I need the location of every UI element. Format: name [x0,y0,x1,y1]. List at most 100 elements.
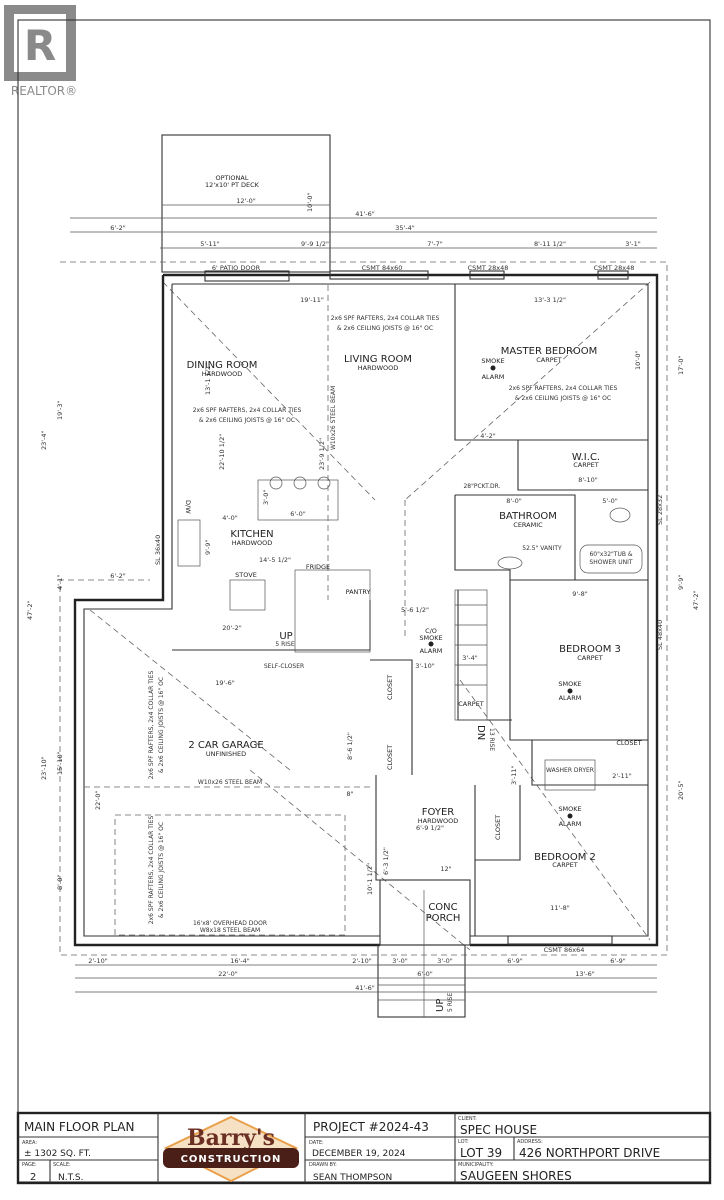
field-label: DATE: [309,1140,324,1146]
dimension: 3'-0" [262,490,270,505]
client-value: SPEC HOUSE [460,1123,537,1137]
fridge-label: FRIDGE [306,563,330,571]
room-floor: CARPET [536,356,562,364]
beam-label: W10x26 STEEL BEAM [198,779,262,786]
smoke-label: SMOKE [419,634,442,642]
dimension: 6'-9 1/2" [416,824,444,832]
framing-notes: 2x6 SPF RAFTERS, 2x4 COLLAR TIES & 2x6 C… [148,315,617,924]
dimension: 9'-9" [677,575,685,590]
dimension: 23'-10" [40,756,48,780]
closet-label: CLOSET [386,675,394,700]
svg-text:R: R [24,21,56,70]
rise-label: 13 RISE [488,728,495,751]
address-value: 426 NORTHPORT DRIVE [519,1146,660,1160]
dimension: 3'-11" [510,765,518,785]
dimension: 4'-1" [56,575,64,590]
room-name: BEDROOM 3 [559,644,621,655]
interior-dimensions: 19'-11" 13'-3 1/2" 10'-0" 13'-1 1/2" 22'… [26,296,700,912]
dishwasher-label: D/W [184,500,192,514]
dimension: 22'-10 1/2" [218,434,226,470]
dimension: 6'-2" [110,572,125,580]
window-label: CSMT 84x60 [362,264,403,272]
dimension: 9'-9 1/2" [301,240,329,248]
room-floor: HARDWOOD [358,364,399,372]
dimension: 6'-3 1/2" [382,847,390,875]
dimension: 2'-10" [352,957,372,965]
dimension: 35'-4" [395,224,415,232]
dimension: 9'-8" [572,590,587,598]
co-label: C/O [425,627,437,635]
dimension: 2'-11" [612,772,632,780]
date-value: DECEMBER 19, 2024 [312,1149,406,1159]
dimension: 2'-10" [88,957,108,965]
smoke-label: SMOKE [558,680,581,688]
window-label: SL 28x32 [656,495,664,525]
dimension: 8'-6 1/2" [346,732,354,760]
room-labels: DINING ROOM HARDWOOD LIVING ROOM HARDWOO… [187,346,621,924]
framing-note: & 2x6 CEILING JOISTS @ 16" OC [515,395,611,402]
window-label: CSMT 28x48 [468,264,509,272]
drawn-by-value: SEAN THOMPSON [313,1173,392,1183]
room-name: 2 CAR GARAGE [188,740,263,751]
room-name: BEDROOM 2 [534,852,596,863]
dimension: 3'-10" [415,662,435,670]
dimension: 13'-6" [575,970,595,978]
fixtures [114,476,643,936]
pantry-label: PANTRY [346,588,371,596]
field-label: PAGE: [22,1162,37,1168]
dimension: 6'-0" [290,510,305,518]
window-label: CSMT 86x64 [544,946,585,954]
tub-label: SHOWER UNIT [589,559,632,566]
room-floor: CARPET [577,654,603,662]
dimension: 10'-0" [634,350,642,370]
roof-outline [59,261,668,956]
dimension: 20'-2" [222,624,242,632]
self-closer-label: SELF-CLOSER [264,663,304,670]
field-label: AREA: [22,1140,37,1146]
framing-note: 2x6 SPF RAFTERS, 2x4 COLLAR TIES [509,385,618,392]
rise-label: 5 RISE [447,993,454,1012]
dimension: 47'-2" [692,590,700,610]
windows [204,270,629,945]
smoke-alarm-icon [428,641,434,647]
municipality-value: SAUGEEN SHORES [460,1169,572,1183]
dimension: 20'-5" [677,780,685,800]
room-name: W.I.C. [572,452,600,463]
room-name: DINING ROOM [187,360,258,371]
framing-note: & 2x6 CEILING JOISTS @ 16" OC [199,417,295,424]
patio-door-label: 6' PATIO DOOR [212,264,261,272]
dimension: 41'-6" [355,984,375,992]
dimension: 14'-5 1/2" [259,556,291,564]
dimension: 3'-4" [462,654,477,662]
dimension: 10'-1 1/2" [366,863,374,895]
room-name: CONC [428,902,457,913]
window-label: SL 36x40 [154,535,162,565]
field-label: SCALE: [53,1162,71,1168]
window-label: SL 48x40 [656,620,664,650]
dimension: 19'-11" [300,296,324,304]
dimension: 23'-4" [40,430,48,450]
fixture-labels: PANTRY STOVE FRIDGE D/W UP 5 RISE SELF-C… [184,357,642,1012]
tub-label: 60"x32"TUB & [589,551,632,558]
framing-note: 2x6 SPF RAFTERS, 2x4 COLLAR TIES [331,315,440,322]
sheet-title: MAIN FLOOR PLAN [24,1120,134,1134]
smoke-alarm-icon [567,688,573,694]
realtor-logo: R REALTOR® [4,5,77,98]
room-name: LIVING ROOM [344,354,412,365]
company-logo: Barry's CONSTRUCTION [163,1115,299,1183]
realtor-text: REALTOR® [11,84,77,98]
dimension: 5'-0" [602,497,617,505]
vanity-label: 52.5" VANITY [522,545,562,552]
alarm-label: ALARM [559,820,582,828]
dimension: 4'-0" [222,514,237,522]
dimension: 11'-8" [550,904,570,912]
washer-dryer-label: WASHER DRYER [546,767,594,774]
room-name: PORCH [426,913,461,924]
room-name: FOYER [422,807,455,818]
field-label: ADDRESS: [517,1139,543,1145]
smoke-label: SMOKE [481,357,504,365]
overhead-door-label: 16'x8' OVERHEAD DOOR [193,920,267,927]
exterior-walls [73,273,659,947]
dimension: 6'-9" [610,957,625,965]
dimension: 15'-10" [56,751,64,775]
